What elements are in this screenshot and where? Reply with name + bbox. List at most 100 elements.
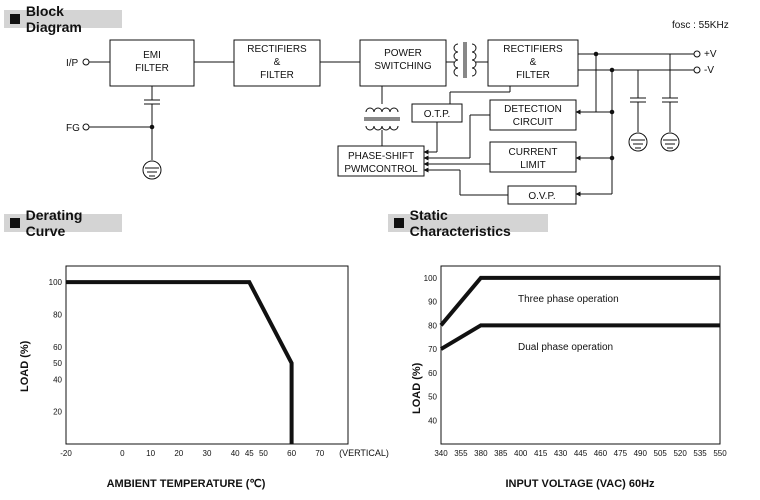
static-x-tick-label: 430 bbox=[554, 449, 568, 458]
static-x-tick-label: 385 bbox=[494, 449, 508, 458]
three-phase-series-label: Three phase operation bbox=[518, 294, 619, 305]
three-phase-series-line bbox=[439, 275, 720, 327]
static-x-tick-label: 505 bbox=[654, 449, 668, 458]
pos-output-label: +V bbox=[704, 49, 717, 60]
static-x-tick-label: 475 bbox=[614, 449, 628, 458]
block-diagram: fosc : 55KHz I/P EMI FILTER RECTIFIERS &… bbox=[66, 20, 729, 205]
static-x-tick-label: 490 bbox=[634, 449, 648, 458]
neg-output-terminal bbox=[693, 66, 701, 74]
derating-y-tick-label: 20 bbox=[53, 408, 62, 417]
static-x-axis-label: INPUT VOLTAGE (VAC) 60Hz bbox=[505, 478, 655, 490]
detection-line2: CIRCUIT bbox=[513, 117, 554, 128]
power-switching-line2: SWITCHING bbox=[374, 61, 431, 72]
static-y-tick-label: 60 bbox=[428, 369, 437, 378]
static-x-tick-label: 460 bbox=[594, 449, 608, 458]
rectifiers-1-line3: FILTER bbox=[260, 70, 294, 81]
static-y-tick-label: 100 bbox=[424, 274, 438, 283]
static-y-tick-label: 80 bbox=[428, 321, 437, 330]
y-capacitor-icon bbox=[144, 86, 160, 160]
dual-phase-series-line bbox=[439, 323, 720, 351]
static-tick-labels: 340 355 380 385 400 415 430 445 460 475 490 505 520 5… bbox=[424, 274, 728, 458]
static-y-tick-label: 40 bbox=[428, 416, 437, 425]
static-y-tick-label: 50 bbox=[428, 393, 437, 402]
derating-y-tick-label: 80 bbox=[53, 311, 62, 320]
static-plot-frame bbox=[440, 265, 721, 445]
static-x-tick-label: 400 bbox=[514, 449, 528, 458]
rectifiers-1-line2: & bbox=[274, 57, 281, 68]
square-bullet-icon bbox=[394, 218, 404, 228]
derating-x-tick-label: 0 bbox=[120, 449, 125, 458]
phase-shift-line2: PWMCONTROL bbox=[344, 164, 418, 175]
static-x-tick-label: 520 bbox=[673, 449, 687, 458]
block-diagram-header: Block Diagram bbox=[4, 3, 122, 35]
detection-line1: DETECTION bbox=[504, 104, 562, 115]
rectifiers-filter-block-1 bbox=[233, 39, 321, 87]
output-capacitor-icon bbox=[630, 70, 646, 132]
derating-x-tick-label: 40 bbox=[231, 449, 240, 458]
derating-x-tick-label: 20 bbox=[174, 449, 183, 458]
rectifiers-1-line1: RECTIFIERS bbox=[247, 44, 307, 55]
derating-y-tick-label: 40 bbox=[53, 375, 62, 384]
derating-y-tick-label: 50 bbox=[53, 359, 62, 368]
derating-x-tick-label: 30 bbox=[203, 449, 212, 458]
static-characteristics-header: Static Characteristics bbox=[388, 207, 548, 239]
derating-x-tick-label: 45 bbox=[245, 449, 254, 458]
otp-label: O.T.P. bbox=[424, 109, 451, 120]
ip-label: I/P bbox=[66, 58, 79, 69]
ip-terminal bbox=[82, 58, 90, 66]
static-y-tick-label: 90 bbox=[428, 298, 437, 307]
fg-terminal bbox=[82, 123, 90, 131]
derating-vertical-note: (VERTICAL) bbox=[339, 448, 389, 458]
derating-x-tick-label: 10 bbox=[146, 449, 155, 458]
static-x-tick-label: 355 bbox=[454, 449, 468, 458]
square-bullet-icon bbox=[10, 218, 20, 228]
phase-shift-pwm-block bbox=[337, 145, 425, 177]
static-x-tick-label: 340 bbox=[434, 449, 448, 458]
square-bullet-icon bbox=[10, 14, 20, 24]
emi-filter-line1: EMI bbox=[143, 50, 161, 61]
ovp-label: O.V.P. bbox=[528, 191, 555, 202]
pos-output-terminal bbox=[693, 50, 701, 58]
control-transformer-icon bbox=[364, 107, 400, 131]
derating-x-tick-label: 70 bbox=[315, 449, 324, 458]
derating-plot-frame bbox=[65, 265, 349, 445]
power-switching-line1: POWER bbox=[384, 48, 422, 59]
derating-y-tick-label: 60 bbox=[53, 343, 62, 352]
derating-x-tick-label: 60 bbox=[287, 449, 296, 458]
main-transformer-icon bbox=[453, 42, 477, 78]
current-limit-line1: CURRENT bbox=[509, 147, 558, 158]
static-x-tick-label: 380 bbox=[474, 449, 488, 458]
dual-phase-series-label: Dual phase operation bbox=[518, 342, 613, 353]
derating-series-line bbox=[66, 280, 294, 444]
fosc-label: fosc : 55KHz bbox=[672, 20, 729, 31]
derating-curve-header: Derating Curve bbox=[4, 207, 122, 239]
derating-curve-title: Derating Curve bbox=[25, 207, 83, 239]
static-x-tick-label: 550 bbox=[713, 449, 727, 458]
rectifiers-2-line1: RECTIFIERS bbox=[503, 44, 563, 55]
rectifiers-2-line2: & bbox=[530, 57, 537, 68]
static-y-tick-label: 70 bbox=[428, 345, 437, 354]
ground-icon bbox=[628, 132, 648, 152]
ground-icon bbox=[142, 160, 162, 180]
block-diagram-title: Block Diagram bbox=[25, 3, 82, 35]
derating-x-tick-label: -20 bbox=[60, 449, 72, 458]
rectifiers-filter-block-2 bbox=[487, 39, 579, 87]
static-x-tick-label: 415 bbox=[534, 449, 548, 458]
static-x-tick-label: 445 bbox=[574, 449, 588, 458]
power-switching-block bbox=[359, 39, 447, 87]
fg-label: FG bbox=[66, 123, 80, 134]
derating-x-tick-label: 50 bbox=[259, 449, 268, 458]
ground-icon bbox=[660, 132, 680, 152]
current-limit-line2: LIMIT bbox=[520, 160, 546, 171]
derating-y-axis-label: LOAD (%) bbox=[19, 340, 31, 392]
static-x-tick-label: 535 bbox=[693, 449, 707, 458]
output-capacitor-icon bbox=[662, 54, 678, 132]
derating-x-axis-label: AMBIENT TEMPERATURE (℃) bbox=[107, 478, 266, 490]
static-chart: 340 355 380 385 400 415 430 445 460 475 490 505 520 5… bbox=[411, 265, 728, 490]
static-y-axis-label: LOAD (%) bbox=[411, 362, 423, 414]
phase-shift-line1: PHASE-SHIFT bbox=[348, 151, 414, 162]
neg-output-label: -V bbox=[704, 65, 714, 76]
